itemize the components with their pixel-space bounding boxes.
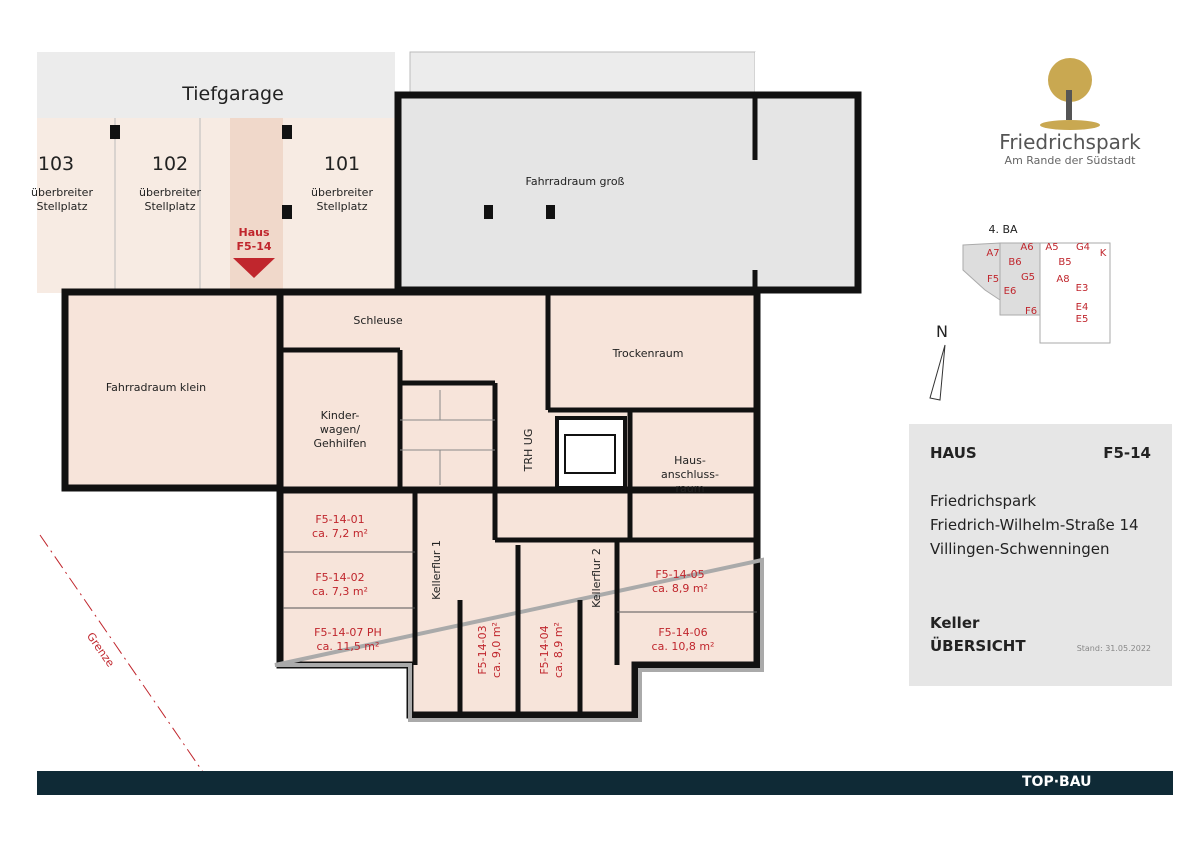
siteplan-label: G5 — [1020, 272, 1036, 283]
parking-number: 101 — [323, 153, 361, 175]
room-kinderwagen: Kinder-wagen/ Gehhilfen — [313, 409, 367, 450]
parking-label: überbreiter Stellplatz — [31, 186, 93, 213]
siteplan-label: F5 — [986, 274, 1000, 285]
room-trockenraum: Trockenraum — [612, 347, 684, 360]
room-kellerflur-2: Kellerflur 2 — [590, 548, 603, 608]
room-schleuse: Schleuse — [353, 314, 403, 327]
haus-id: F5-14 — [1103, 444, 1151, 462]
room-kellerflur-1: Kellerflur 1 — [430, 540, 443, 600]
north-arrow-label: N — [936, 322, 948, 341]
city: Villingen-Schwenningen — [930, 540, 1110, 558]
siteplan-label: B6 — [1008, 257, 1022, 268]
haus-label: HAUS — [930, 444, 977, 462]
parking-label: überbreiter Stellplatz — [311, 186, 373, 213]
room-hausanschlussraum: Haus-anschluss-raum — [661, 454, 719, 495]
parking-label: überbreiter Stellplatz — [139, 186, 201, 213]
project-name: Friedrichspark — [930, 492, 1037, 510]
room-trh-ug: TRH UG — [522, 428, 535, 472]
siteplan-label: A7 — [986, 248, 1000, 259]
room-fahrradraum-klein: Fahrradraum klein — [105, 381, 207, 394]
siteplan-label: E6 — [1003, 286, 1017, 297]
room-fahrradraum-gross: Fahrradraum groß — [525, 175, 625, 188]
brand-logo: Friedrichspark Am Rande der Südstadt — [999, 130, 1141, 167]
siteplan-label: K — [1099, 248, 1107, 259]
info-panel: HAUS F5-14 Friedrichspark Friedrich-Wilh… — [909, 424, 1172, 686]
siteplan-label: A6 — [1020, 242, 1034, 253]
floor: Keller — [930, 614, 980, 632]
siteplan-label: A5 — [1045, 242, 1059, 253]
siteplan-label: B5 — [1058, 257, 1072, 268]
footer-bar: TOP·BAU — [37, 771, 1173, 795]
siteplan-label: A8 — [1056, 274, 1070, 285]
siteplan-label: E5 — [1075, 314, 1089, 325]
siteplan-title: 4. BA — [988, 223, 1018, 236]
siteplan-label: E4 — [1075, 302, 1089, 313]
parking-number: 102 — [151, 153, 189, 175]
siteplan-label: F6 — [1024, 306, 1038, 317]
siteplan-label: E3 — [1075, 283, 1089, 294]
company-logo: TOP·BAU — [1022, 774, 1092, 790]
street: Friedrich-Wilhelm-Straße 14 — [930, 516, 1139, 534]
date: Stand: 31.05.2022 — [1076, 644, 1151, 653]
view: ÜBERSICHT — [930, 637, 1026, 655]
haus-marker: Haus F5-14 — [236, 226, 272, 253]
parking-number: 103 — [37, 153, 75, 175]
garage-label: Tiefgarage — [182, 83, 284, 105]
siteplan-label: G4 — [1075, 242, 1091, 253]
